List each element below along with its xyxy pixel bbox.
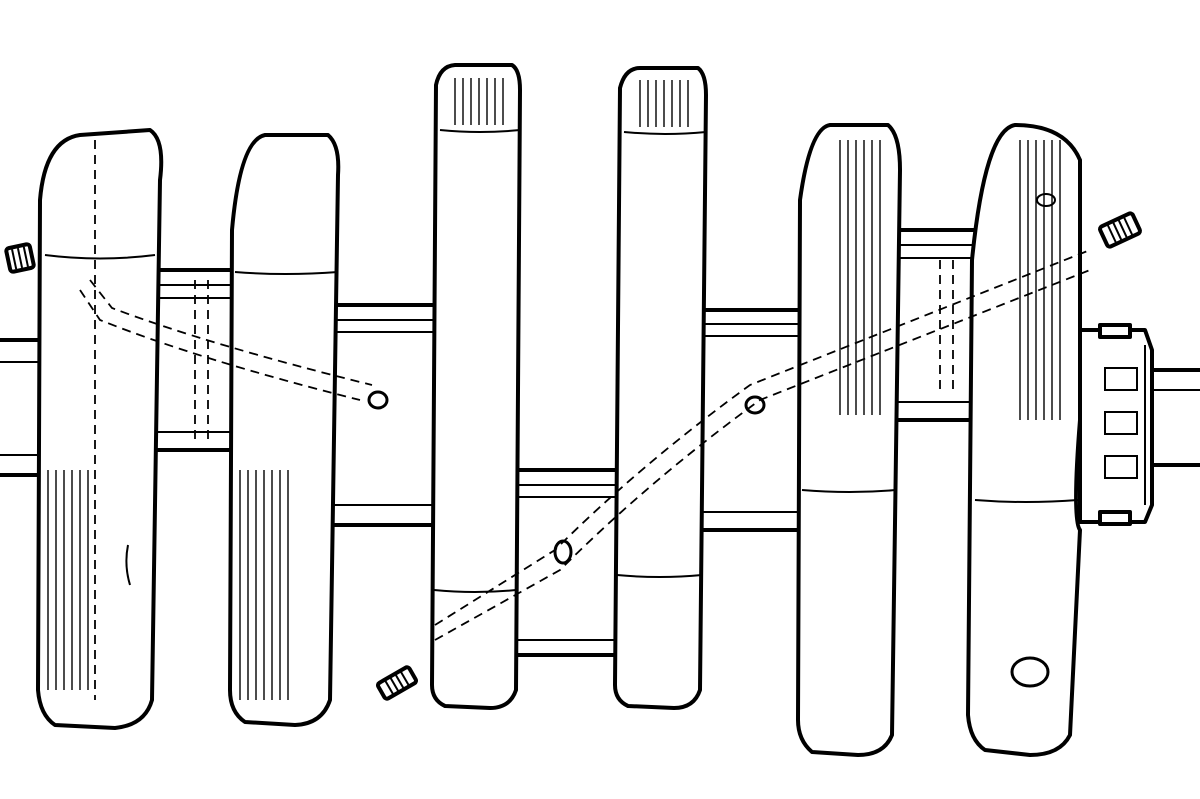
oil-holes xyxy=(125,390,766,586)
oil-plug-left xyxy=(4,242,36,274)
crank-web-5 xyxy=(796,123,902,757)
oil-plug-right xyxy=(1098,211,1142,249)
main-journal-2-oil-hole-icon xyxy=(553,539,573,565)
crank-web-1 xyxy=(36,128,164,730)
crank-web-4 xyxy=(613,66,708,710)
crank-web-3 xyxy=(430,63,522,710)
crankpin-2-oil-hole-icon xyxy=(744,395,766,415)
oil-passages xyxy=(79,140,1091,700)
crankpin-1 xyxy=(318,303,452,527)
main-journal-2 xyxy=(503,468,637,657)
oil-plug-bottom xyxy=(376,665,418,701)
timing-gear xyxy=(1078,323,1154,526)
web-6-hole-icon xyxy=(1010,656,1050,688)
crankpin-1-oil-hole-icon xyxy=(367,390,389,410)
crank-web-2 xyxy=(228,133,341,727)
crank-web-6 xyxy=(966,123,1082,757)
